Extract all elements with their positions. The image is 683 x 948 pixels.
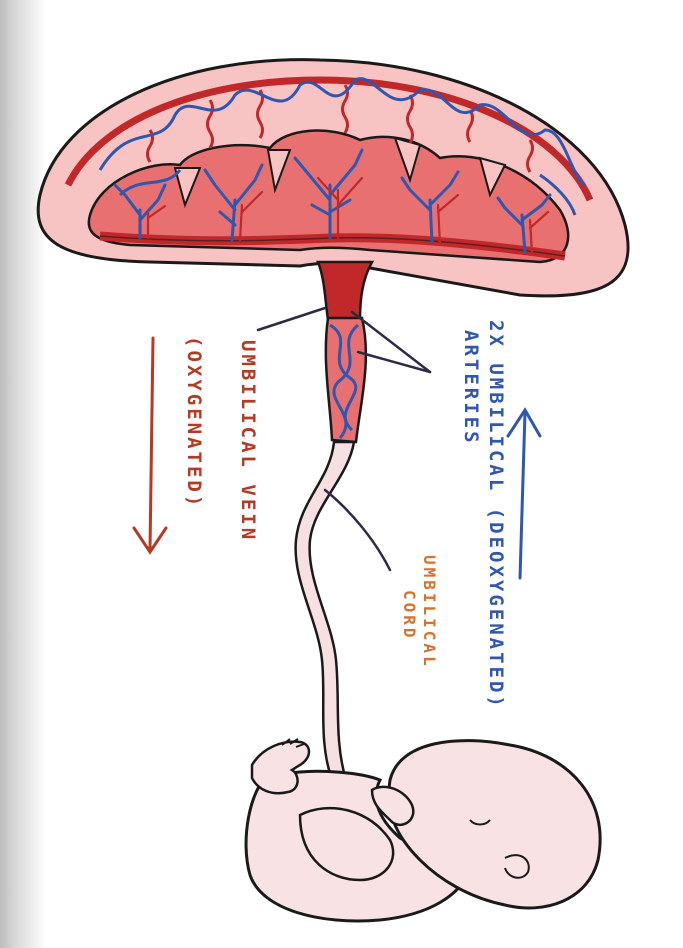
fetus <box>244 738 602 923</box>
arteries-label-line2: ARTERIES <box>460 330 482 446</box>
maternal-band <box>64 76 594 202</box>
cord-label-line1: UMBILICAL <box>420 555 439 669</box>
vein-arrow <box>132 336 168 555</box>
placenta <box>36 58 630 298</box>
arteries-label-line1: 2X UMBILICAL (DEOXYGENATED) <box>485 320 507 710</box>
vein-pointer <box>256 306 327 332</box>
umbilical-cord <box>294 260 375 837</box>
artery-pointer-2 <box>356 350 432 374</box>
arteries-label: 2X UMBILICAL (DEOXYGENATED) ARTERIES <box>460 320 507 710</box>
pointer-lines <box>256 306 432 572</box>
cord-label: UMBILICAL CORD <box>400 555 439 669</box>
cord-label-line2: CORD <box>400 590 419 641</box>
left-edge-shadow <box>0 0 46 948</box>
cord-pointer <box>323 488 392 572</box>
artery-pointer-1 <box>350 310 432 374</box>
vein-label-line1: UMBILICAL VEIN <box>237 340 259 542</box>
artery-arrow <box>506 407 542 580</box>
vein-label-line2: (OXYGENATED) <box>183 336 205 509</box>
vein-label: UMBILICAL VEIN (OXYGENATED) <box>183 336 259 542</box>
